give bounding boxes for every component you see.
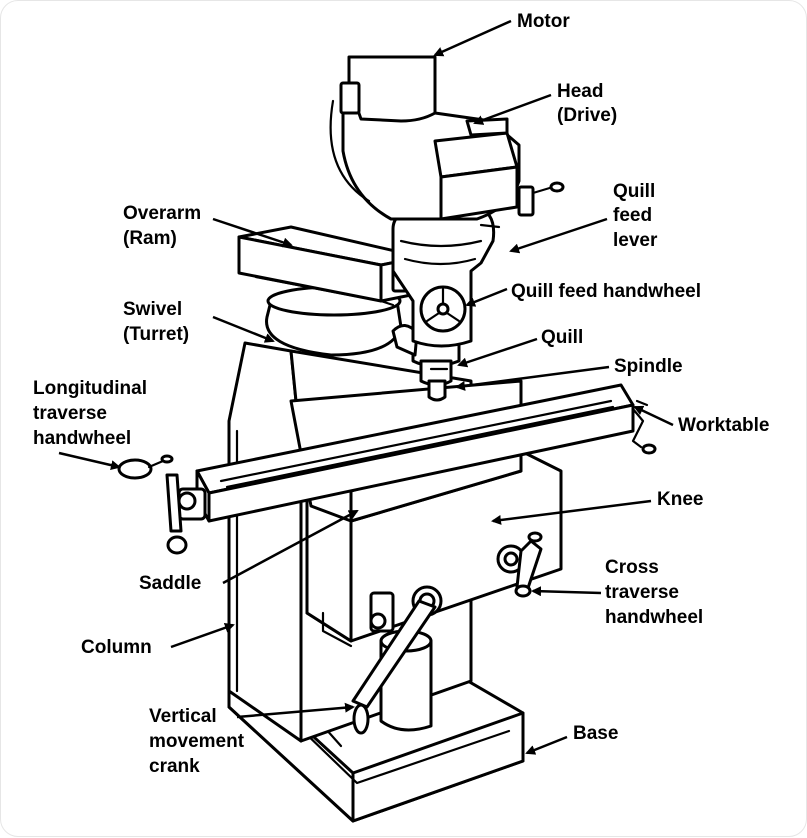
- arrow-quill-feed-handwheel: [465, 287, 508, 307]
- milling-machine-illustration: [117, 55, 657, 823]
- svg-text:lever: lever: [613, 230, 658, 251]
- svg-text:traverse: traverse: [33, 403, 107, 424]
- svg-text:Overarm: Overarm: [123, 203, 201, 224]
- label-worktable: Worktable: [678, 415, 770, 436]
- svg-text:Vertical: Vertical: [149, 706, 217, 727]
- svg-text:crank: crank: [149, 756, 200, 777]
- arrow-longitudinal: [58, 451, 121, 471]
- arrow-head: [473, 93, 552, 125]
- svg-text:Longitudinal: Longitudinal: [33, 378, 147, 399]
- svg-text:(Ram): (Ram): [123, 228, 177, 249]
- svg-text:(Drive): (Drive): [557, 105, 617, 126]
- vertical-crank-shape: [351, 585, 443, 735]
- svg-text:Worktable: Worktable: [678, 415, 770, 436]
- label-quill-feed-lever: Quill feed lever: [613, 181, 658, 251]
- arrow-base: [525, 735, 568, 755]
- svg-text:Swivel: Swivel: [123, 299, 182, 320]
- label-overarm: Overarm (Ram): [123, 203, 201, 249]
- label-quill: Quill: [541, 327, 583, 348]
- svg-text:traverse: traverse: [605, 582, 679, 603]
- arrow-swivel: [212, 315, 275, 343]
- svg-text:movement: movement: [149, 731, 245, 752]
- label-base: Base: [573, 723, 618, 744]
- label-swivel: Swivel (Turret): [123, 299, 189, 345]
- svg-text:(Turret): (Turret): [123, 324, 189, 345]
- label-spindle: Spindle: [614, 356, 683, 377]
- svg-text:feed: feed: [613, 205, 652, 226]
- svg-text:Column: Column: [81, 637, 152, 658]
- cross-traverse-handwheel-shape: [496, 531, 543, 598]
- label-motor: Motor: [517, 11, 570, 32]
- svg-text:Quill: Quill: [613, 181, 655, 202]
- arrow-motor: [433, 19, 512, 57]
- label-longitudinal: Longitudinal traverse handwheel: [33, 378, 147, 449]
- svg-text:Quill feed handwheel: Quill feed handwheel: [511, 281, 701, 302]
- arrow-quill: [457, 337, 538, 368]
- svg-text:Knee: Knee: [657, 489, 703, 510]
- worktable-shape: [195, 383, 635, 523]
- arrow-worktable: [633, 405, 674, 427]
- longitudinal-handwheel-shape: [117, 454, 207, 555]
- label-saddle: Saddle: [139, 573, 201, 594]
- label-vertical-crank: Vertical movement crank: [149, 706, 245, 777]
- arrow-saddle: [222, 509, 359, 585]
- label-cross-traverse: Cross traverse handwheel: [605, 557, 703, 628]
- svg-text:Saddle: Saddle: [139, 573, 201, 594]
- svg-text:handwheel: handwheel: [605, 607, 703, 628]
- arrow-column: [170, 622, 235, 649]
- svg-text:Cross: Cross: [605, 557, 659, 578]
- label-quill-feed-handwheel: Quill feed handwheel: [511, 281, 701, 302]
- svg-text:Motor: Motor: [517, 11, 570, 32]
- arrow-cross-traverse: [531, 586, 602, 597]
- label-knee: Knee: [657, 489, 703, 510]
- svg-text:Spindle: Spindle: [614, 356, 683, 377]
- svg-text:Head: Head: [557, 81, 603, 102]
- arrow-overarm: [212, 217, 293, 248]
- worktable-crank-shape: [631, 399, 657, 455]
- head-drive-shape: [329, 55, 565, 229]
- label-head: Head (Drive): [557, 81, 617, 126]
- svg-text:Base: Base: [573, 723, 618, 744]
- arrow-spindle: [455, 365, 610, 391]
- arrow-knee: [491, 499, 652, 525]
- label-column: Column: [81, 637, 152, 658]
- svg-text:Quill: Quill: [541, 327, 583, 348]
- leader-arrows: [58, 19, 674, 755]
- svg-text:handwheel: handwheel: [33, 428, 131, 449]
- arrow-quill-feed-lever: [509, 217, 608, 254]
- arrow-vertical-crank: [236, 702, 355, 719]
